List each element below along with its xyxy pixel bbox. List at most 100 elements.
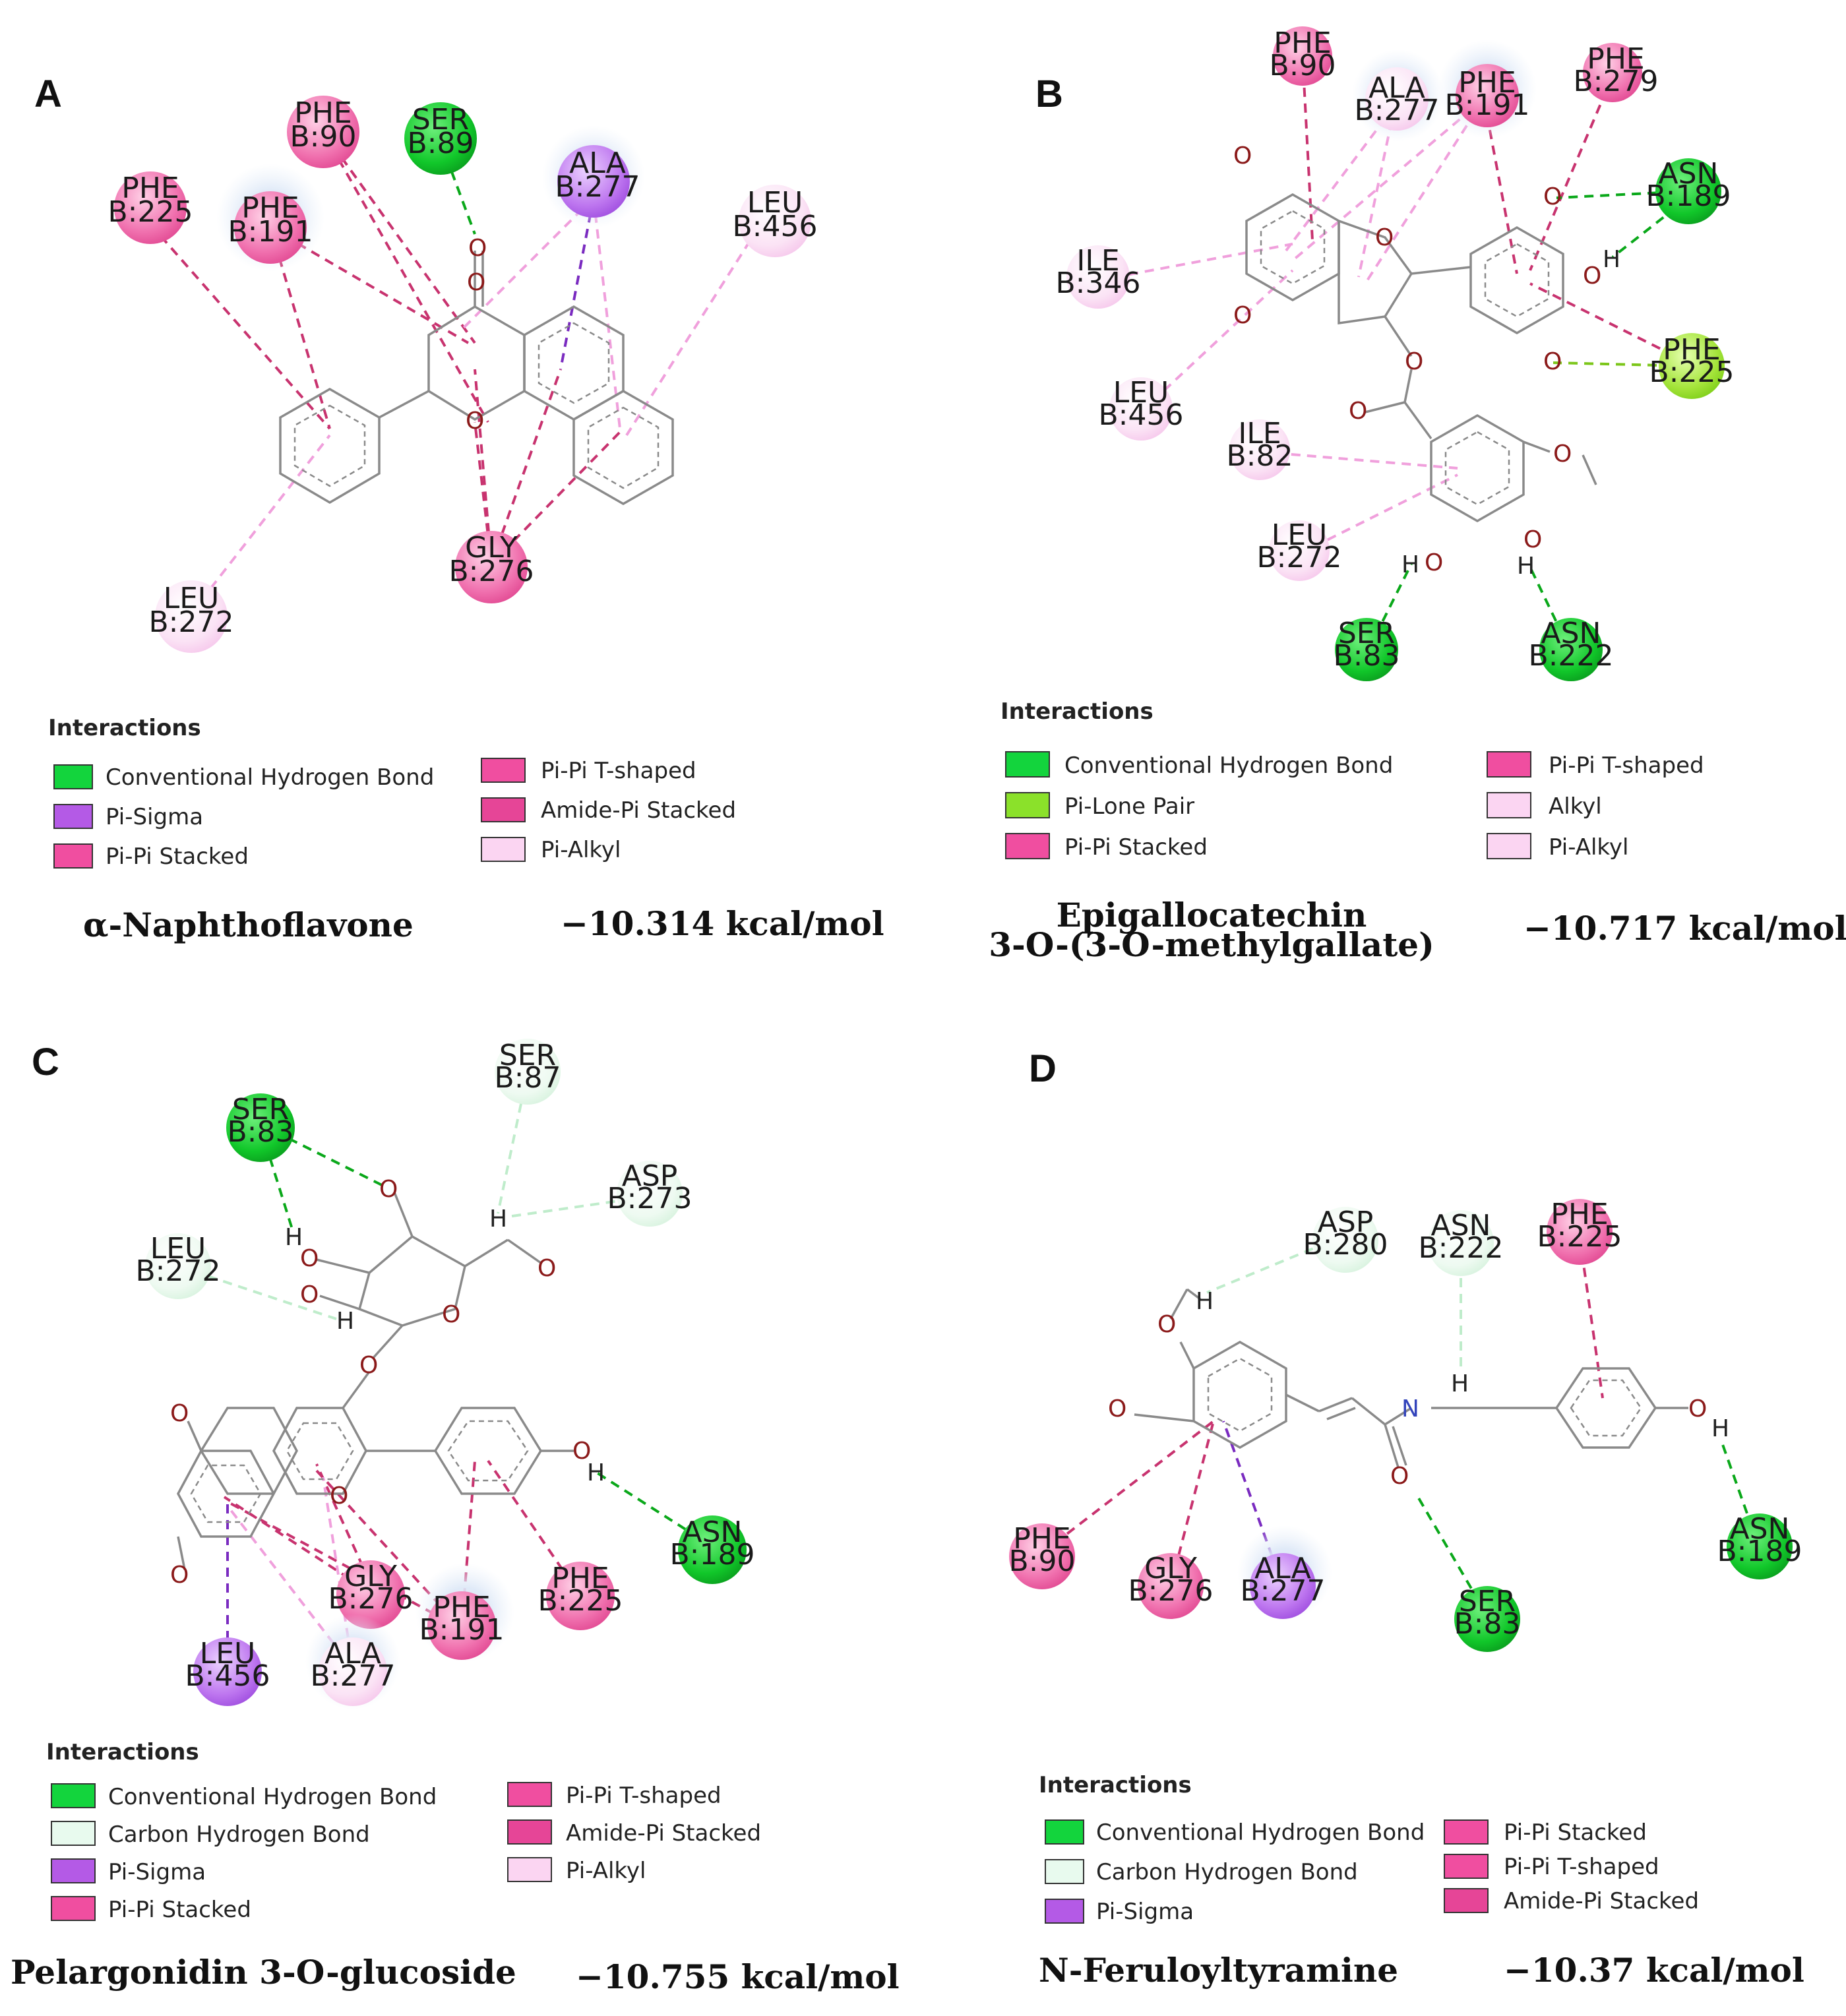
residue-label-name: GLY [465,531,518,565]
oxygen-atom: O [468,235,487,262]
residue-label-id: B:276 [449,555,534,588]
residue-bubble-phe-225 [1659,333,1725,399]
binding-energy: −10.755 kcal/mol [576,1957,900,1996]
residue-label-id: B:191 [419,1613,505,1647]
residue-label-name: ASP [1318,1206,1374,1239]
legend-swatch [1005,833,1050,859]
pipi-line [487,1459,582,1597]
compound-name: α-Naphthoflavone [83,905,414,944]
residue-bubble-phe-90 [287,96,359,168]
oxygen-atom: O [1233,302,1252,329]
residue-label-id: B:346 [1056,266,1141,300]
residue-label-id: B:273 [607,1182,692,1215]
residue-label-id: B:456 [185,1659,270,1693]
panel-letter: B [1035,73,1063,115]
residue-bubble-phe-90 [1009,1523,1075,1589]
a-ring [199,1407,298,1495]
residue-label-name: GLY [344,1560,397,1593]
bond [1169,1289,1188,1320]
legend-swatch [1045,1859,1084,1884]
pipi-line [1041,1420,1215,1554]
residue-label-id: B:87 [495,1061,561,1095]
residue-label-id: B:277 [311,1659,396,1693]
residue-label-name: LEU [747,186,803,220]
pipi-line [149,223,331,430]
oxygen-atom: O [359,1352,378,1379]
residue-bubble-leu-272 [155,580,228,653]
hydrogen-atom: H [1603,246,1620,273]
oxygen-atom: O [300,1245,319,1272]
residue-label-name: PHE [1013,1522,1070,1556]
legend-swatch [51,1858,96,1883]
pipi-line [322,131,489,423]
molecule-feruloyltyramine: O H O O N H O H [1108,1288,1729,1490]
residue-label-name: PHE [1458,66,1516,100]
residue-bubble-phe-225 [114,171,187,244]
alkyl-line [190,434,331,615]
hydrogen-atom: H [1451,1370,1469,1397]
residue-label-name: SER [232,1093,289,1126]
bond [342,1370,371,1409]
panel-b: B [989,26,1846,964]
legend-swatch [1444,1854,1489,1879]
legend-swatch [1444,1819,1489,1845]
aromatic-circle [587,406,660,489]
bond [1365,401,1405,413]
legend-label: Pi-Lone Pair [1064,793,1194,820]
residue-label-name: ASN [683,1515,743,1549]
legend-label: Pi-Sigma [1096,1899,1194,1925]
legend-swatch [507,1819,552,1845]
residue-label-name: LEU [200,1637,256,1670]
residue-label-id: B:276 [328,1582,414,1616]
pipi-line [1169,1420,1215,1587]
legend-swatch [51,1896,96,1921]
residue-label-id: B:225 [108,195,193,229]
bond [1186,1288,1202,1300]
residue-label-id: B:279 [1574,65,1659,98]
naphtho-ring-2 [572,389,674,506]
residue-bubble-leu-272 [145,1233,211,1299]
residue-label-id: B:83 [1454,1607,1521,1641]
legend-swatch [1487,833,1531,859]
hydrogen-atom: H [1711,1415,1729,1442]
bond [1582,454,1597,485]
residue-bubble-asn-222 [1428,1210,1494,1276]
legend-title: Interactions [1039,1772,1192,1798]
legend-swatch [53,843,93,869]
panel-letter: C [32,1041,59,1084]
aromatic-circle [1484,243,1550,318]
bond [1179,1341,1195,1369]
residue-label-id: B:456 [733,210,818,243]
legend-swatch [1045,1819,1084,1845]
residue-bubble-phe-191 [1456,64,1519,127]
legend-label: Amide-Pi Stacked [541,797,736,824]
residue-bubble-ile-346 [1066,245,1130,309]
legend-label: Pi-Pi Stacked [1064,834,1208,861]
legend: Interactions Conventional Hydrogen Bond … [1039,1772,1699,1925]
residue-label-name: ALA [324,1637,381,1670]
residue-label-id: B:456 [1099,398,1184,432]
residue-label-name: PHE [294,96,352,130]
residue-label-name: ALA [1369,71,1425,105]
legend-swatch [507,1782,552,1807]
residue-bubble-ser-83 [1335,618,1398,681]
alkyl-line [1285,104,1396,252]
residue-label-id: B:225 [1537,1220,1622,1254]
hydrogen-atom: H [336,1308,354,1335]
residue-bubble-ala-277 [1250,1553,1316,1619]
oxygen-atom: O [1543,348,1562,375]
molecule-naphthoflavone: O O O [279,235,674,506]
bond [1392,1426,1407,1466]
residue-bubble-gly-276 [1138,1553,1204,1619]
residue-bubble-ser-87 [495,1039,561,1105]
bond [1285,1393,1320,1413]
hydrogen-atom: H [1196,1288,1214,1315]
residue-label-name: LEU [1272,518,1328,552]
legend-swatch [53,764,93,789]
aromatic-circle [538,322,610,404]
legend-label: Carbon Hydrogen Bond [108,1821,370,1848]
residue-label-id: B:272 [136,1254,221,1288]
residue-bubble-phe-279 [1583,43,1642,102]
molecule-egcg-methylgallate: O O O O O O O H O O O H O H [1233,142,1620,580]
